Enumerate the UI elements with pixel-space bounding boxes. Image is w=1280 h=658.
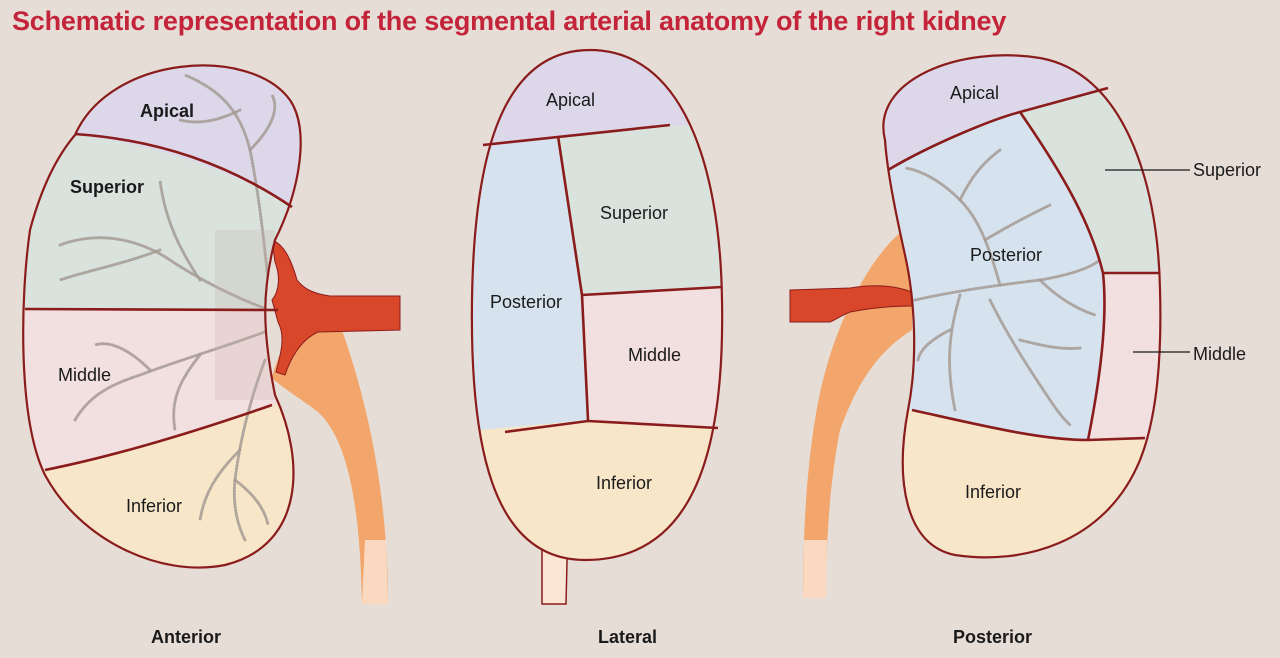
segment-label-apical-lateral: Apical: [546, 90, 595, 110]
ureter-posterior: [803, 225, 912, 598]
segment-label-superior-lateral: Superior: [600, 203, 668, 223]
diagram-title: Schematic representation of the segmenta…: [12, 6, 1007, 36]
segment-label-posterior-lateral: Posterior: [490, 292, 562, 312]
view-caption-posterior: Posterior: [953, 627, 1032, 647]
segment-label-middle-posterior: Middle: [1193, 344, 1246, 364]
view-caption-lateral: Lateral: [598, 627, 657, 647]
segment-label-apical-posterior: Apical: [950, 83, 999, 103]
lateral-view: Apical Superior Posterior Middle Inferio…: [470, 48, 724, 647]
segment-label-posterior-posterior: Posterior: [970, 245, 1042, 265]
segment-label-inferior-anterior: Inferior: [126, 496, 182, 516]
view-caption-anterior: Anterior: [151, 627, 221, 647]
anterior-view: Apical Superior Middle Inferior Anterior: [22, 64, 401, 647]
segment-label-inferior-posterior: Inferior: [965, 482, 1021, 502]
segment-label-inferior-lateral: Inferior: [596, 473, 652, 493]
segment-label-superior-anterior: Superior: [70, 177, 144, 197]
segment-label-middle-lateral: Middle: [628, 345, 681, 365]
segment-label-superior-posterior: Superior: [1193, 160, 1261, 180]
renal-artery-posterior: [789, 285, 913, 323]
renal-artery-anterior: [271, 239, 401, 376]
posterior-view: Apical Posterior Superior Middle Inferio…: [789, 54, 1261, 647]
segment-label-middle-anterior: Middle: [58, 365, 111, 385]
ureter-anterior: [272, 317, 388, 604]
segment-label-apical-anterior: Apical: [140, 101, 194, 121]
